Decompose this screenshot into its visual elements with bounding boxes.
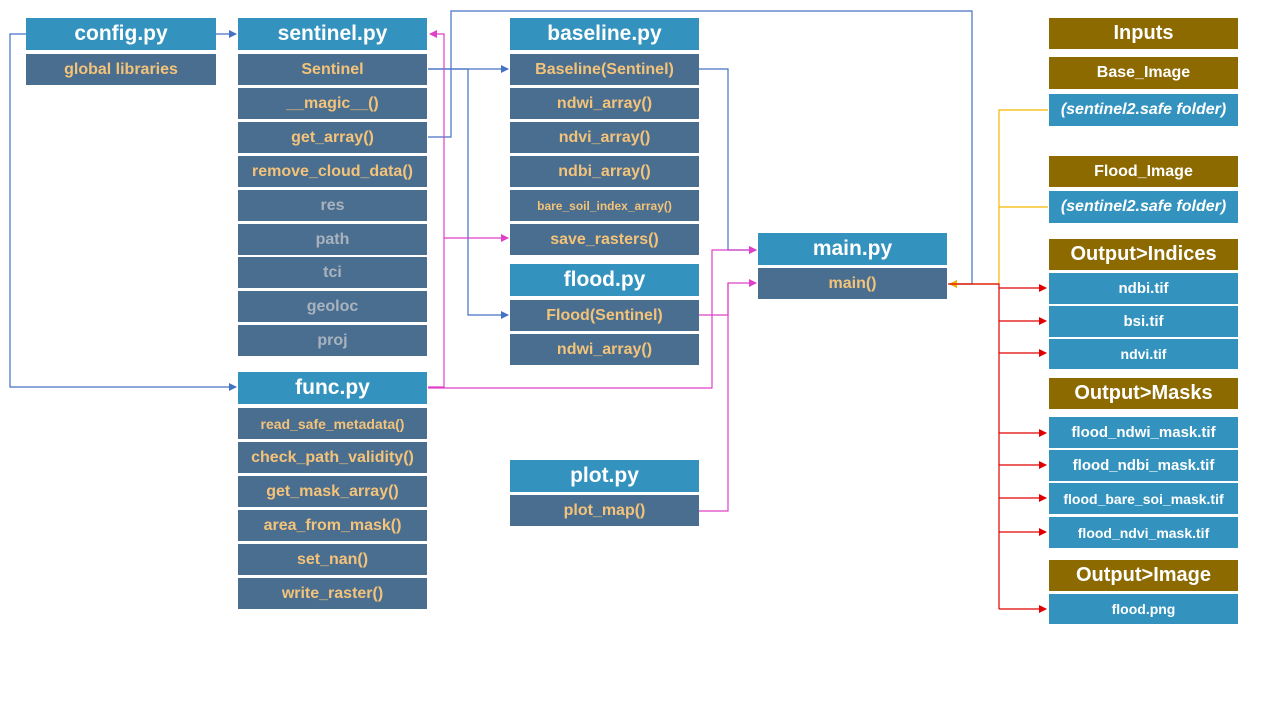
get-mask-array-item: get_mask_array() — [238, 476, 427, 507]
output-indices-header: Output>Indices — [1049, 239, 1238, 270]
sentinel-module-header: sentinel.py — [238, 18, 427, 50]
flood-png-file: flood.png — [1049, 594, 1238, 624]
check-path-validity-item: check_path_validity() — [238, 442, 427, 473]
link-plot-to-main — [699, 283, 729, 512]
base-image-source: (sentinel2.safe folder) — [1049, 94, 1238, 126]
baseline-module-header: baseline.py — [510, 18, 699, 50]
flood-bare-soi-mask-file: flood_bare_soi_mask.tif — [1049, 483, 1238, 514]
flood-class-item: Flood(Sentinel) — [510, 300, 699, 331]
link-baseline-to-main — [699, 68, 757, 254]
baseline-ndbi-array-item: ndbi_array() — [510, 156, 699, 187]
flood-module-header: flood.py — [510, 264, 699, 296]
flood-ndwi-array-item: ndwi_array() — [510, 334, 699, 365]
link-main-to-outputs-trunk — [948, 283, 1000, 609]
baseline-ndvi-array-item: ndvi_array() — [510, 122, 699, 153]
link-base-image-to-main — [949, 109, 1048, 288]
main-function-item: main() — [758, 268, 947, 299]
inputs-header: Inputs — [1049, 18, 1238, 49]
plot-module-header: plot.py — [510, 460, 699, 492]
attribute-geoloc-item: geoloc — [238, 291, 427, 322]
read-safe-metadata-item: read_safe_metadata() — [238, 408, 427, 439]
baseline-ndwi-array-item: ndwi_array() — [510, 88, 699, 119]
link-config-to-func — [9, 33, 237, 391]
config-module-header: config.py — [26, 18, 216, 50]
area-from-mask-item: area_from_mask() — [238, 510, 427, 541]
plot-map-item: plot_map() — [510, 495, 699, 526]
output-image-header: Output>Image — [1049, 560, 1238, 591]
link-func-to-sentinel — [428, 30, 445, 388]
write-raster-item: write_raster() — [238, 578, 427, 609]
flood-ndbi-mask-file: flood_ndbi_mask.tif — [1049, 450, 1238, 481]
output-masks-header: Output>Masks — [1049, 378, 1238, 409]
flood-ndvi-mask-file: flood_ndvi_mask.tif — [1049, 517, 1238, 548]
sentinel-class-item: Sentinel — [238, 54, 427, 85]
remove-cloud-data-item: remove_cloud_data() — [238, 156, 427, 187]
baseline-class-item: Baseline(Sentinel) — [510, 54, 699, 85]
save-rasters-item: save_rasters() — [510, 224, 699, 255]
main-module-header: main.py — [758, 233, 947, 265]
bare-soil-index-array-item: bare_soil_index_array() — [510, 190, 699, 221]
base-image-label: Base_Image — [1049, 57, 1238, 89]
attribute-path-item: path — [238, 224, 427, 255]
ndvi-tif-file: ndvi.tif — [1049, 339, 1238, 369]
magic-method-item: __magic__() — [238, 88, 427, 119]
attribute-proj-item: proj — [238, 325, 427, 356]
func-module-header: func.py — [238, 372, 427, 404]
attribute-res-item: res — [238, 190, 427, 221]
ndbi-tif-file: ndbi.tif — [1049, 273, 1238, 304]
global-libraries-item: global libraries — [26, 54, 216, 85]
flood-image-source: (sentinel2.safe folder) — [1049, 191, 1238, 223]
flood-ndwi-mask-file: flood_ndwi_mask.tif — [1049, 417, 1238, 448]
set-nan-item: set_nan() — [238, 544, 427, 575]
flood-image-label: Flood_Image — [1049, 156, 1238, 187]
link-func-to-main — [428, 246, 757, 389]
link-sentinel-to-flood — [428, 68, 509, 319]
bsi-tif-file: bsi.tif — [1049, 306, 1238, 337]
get-array-item: get_array() — [238, 122, 427, 153]
attribute-tci-item: tci — [238, 257, 427, 288]
